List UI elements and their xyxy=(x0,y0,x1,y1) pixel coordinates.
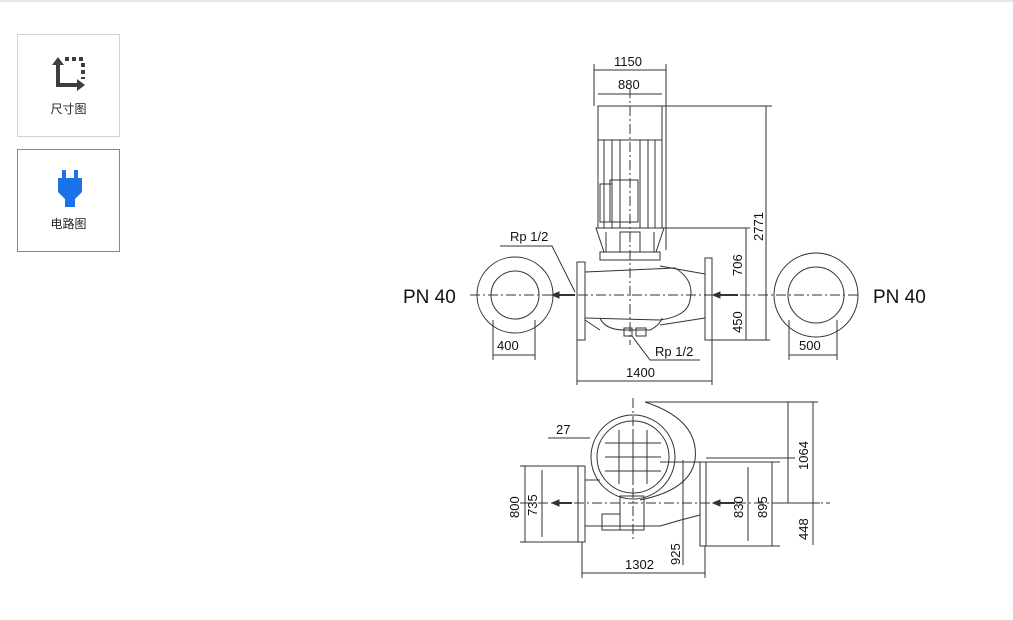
dimension-crop-icon xyxy=(52,57,85,91)
drain-label-bottom: Rp 1/2 xyxy=(655,344,693,359)
pressure-label-left: PN 40 xyxy=(403,287,456,308)
dim-offset-center: 925 xyxy=(668,543,683,565)
front-view xyxy=(470,64,860,385)
dim-width-motor: 880 xyxy=(618,77,640,92)
dim-port-left: 400 xyxy=(497,338,519,353)
dim-height-lower: 450 xyxy=(730,311,745,333)
dim-flange-left-outer: 800 xyxy=(507,496,522,518)
plug-icon xyxy=(58,170,82,207)
dim-flange-right-outer: 895 xyxy=(755,496,770,518)
dim-height-total: 2771 xyxy=(751,212,766,241)
dim-width-total: 1150 xyxy=(614,54,642,69)
dim-depth-lower: 448 xyxy=(796,518,811,540)
top-divider xyxy=(0,0,1013,2)
dim-flange-left-inner: 735 xyxy=(525,494,540,516)
dim-length: 1400 xyxy=(626,365,655,380)
drain-label-top: Rp 1/2 xyxy=(510,229,548,244)
top-view xyxy=(520,398,830,578)
tab-label: 电路图 xyxy=(50,217,87,231)
dim-flange-right-inner: 830 xyxy=(731,496,746,518)
dim-port-right: 500 xyxy=(799,338,821,353)
tab-dimension-drawing[interactable]: 尺寸图 xyxy=(17,34,120,137)
dim-top-length: 1302 xyxy=(625,557,654,572)
pressure-label-right: PN 40 xyxy=(873,287,926,308)
dim-offset: 27 xyxy=(556,422,570,437)
tab-circuit-diagram[interactable]: 电路图 xyxy=(17,149,120,252)
tab-label: 尺寸图 xyxy=(50,102,87,116)
dim-height-upper: 706 xyxy=(730,254,745,276)
dim-depth-upper: 1064 xyxy=(796,441,811,470)
